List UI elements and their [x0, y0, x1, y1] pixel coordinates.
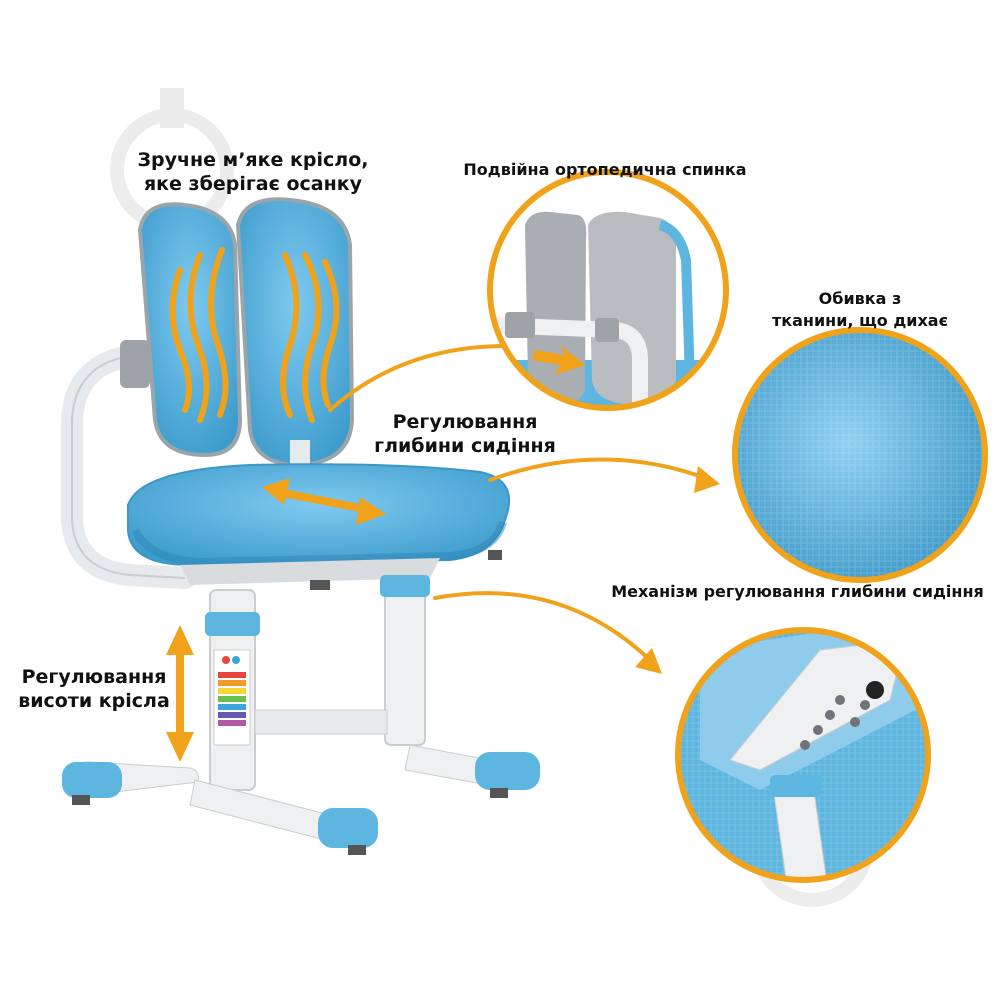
arrow-to-mechanism-detail — [433, 591, 652, 662]
height-scale-sticker — [213, 649, 251, 746]
mechanism-label: Механізм регулювання глибини сидіння — [611, 582, 984, 601]
comfort-label-line2: яке зберігає осанку — [143, 173, 363, 195]
detail-backrest-circle — [487, 169, 729, 411]
height-adjust-arrow-icon — [166, 625, 194, 762]
depth-label-line2: глибини сидіння — [374, 435, 556, 457]
fabric-label-line2: тканини, що дихає — [771, 311, 949, 330]
height-label-line2: висоти крісла — [18, 690, 170, 712]
comfort-label: Зручне м’яке крісло, яке зберігає осанку — [128, 148, 378, 196]
fabric-label-line1: Обивка з — [818, 289, 902, 308]
height-label: Регулювання висоти крісла — [10, 665, 178, 713]
arrow-to-fabric-detail — [488, 457, 707, 482]
back-clamp — [120, 340, 150, 388]
detail-fabric-circle — [732, 327, 988, 583]
double-back-label: Подвійна ортопедична спинка — [463, 160, 747, 179]
base-feet — [62, 744, 540, 855]
chair-image — [61, 197, 540, 855]
detail-mechanism-circle — [675, 627, 931, 883]
airflow-waves-left — [169, 247, 229, 423]
depth-label: Регулювання глибини сидіння — [365, 410, 565, 458]
depth-label-line1: Регулювання — [392, 411, 538, 433]
height-label-line1: Регулювання — [21, 666, 167, 688]
seat — [127, 463, 510, 567]
airflow-waves-right — [280, 252, 340, 423]
fabric-label: Обивка з тканини, що дихає — [755, 288, 965, 332]
rear-column — [384, 579, 426, 746]
seat-depth-arrow-icon — [262, 478, 386, 525]
comfort-label-line1: Зручне м’яке крісло, — [137, 149, 369, 171]
backrest-left — [137, 202, 243, 458]
